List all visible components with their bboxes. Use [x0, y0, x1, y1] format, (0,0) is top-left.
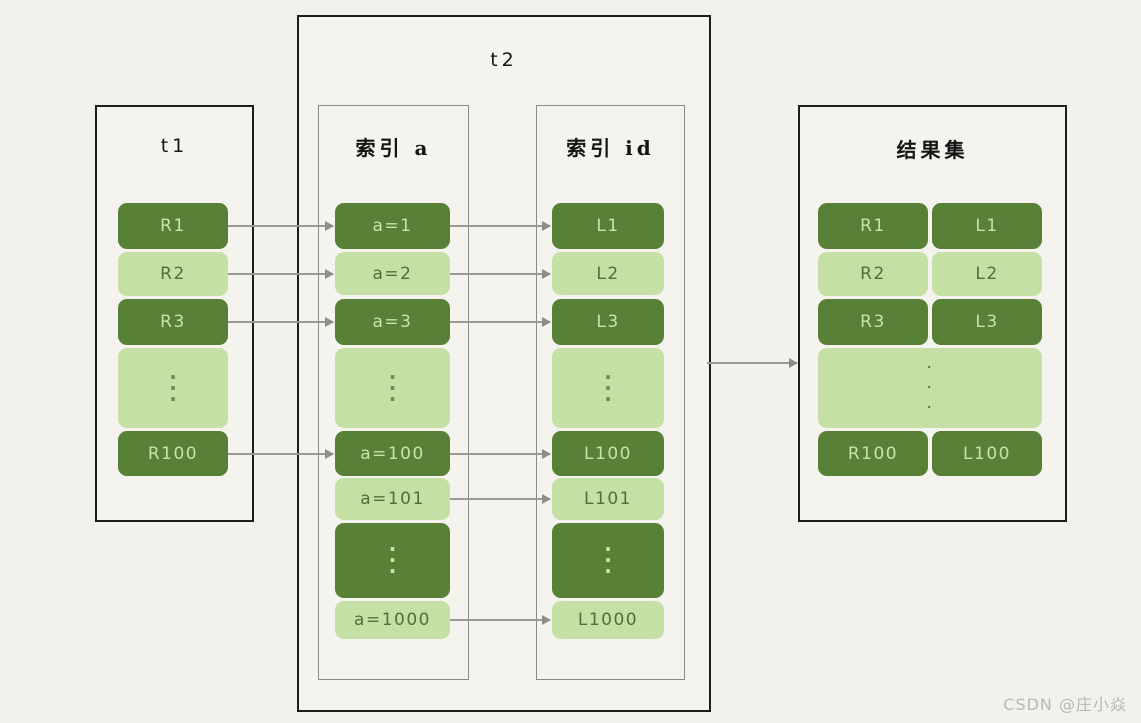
- cell-label: a=3: [372, 312, 413, 332]
- cell-label: a=1: [372, 216, 413, 236]
- cell-label: R100: [847, 443, 899, 464]
- cell-label: L100: [584, 443, 632, 464]
- cell-label: L2: [596, 263, 620, 284]
- index-id-row-cell: L1: [552, 203, 664, 249]
- index-a-row-cell: a=1: [335, 203, 450, 249]
- arrow-index-a-to-index-id: [450, 268, 551, 279]
- cell-label: L1: [975, 216, 999, 236]
- result-row-cell-right: L2: [932, 252, 1042, 296]
- index-id-row-cell: ···: [552, 523, 664, 598]
- panel-result-set-title: 结果集: [896, 138, 969, 162]
- cell-label: ···: [388, 364, 397, 411]
- index-a-row-cell: a=2: [335, 252, 450, 295]
- cell-label: ···: [169, 364, 177, 411]
- cell-label: L1: [596, 216, 620, 236]
- index-a-row-cell: a=101: [335, 478, 450, 520]
- result-row-cell-left: R100: [818, 431, 928, 476]
- cell-label: R3: [860, 312, 886, 332]
- cell-label: a=100: [360, 443, 425, 464]
- arrow-index-a-to-index-id: [450, 221, 551, 231]
- result-row-cell-right: L100: [932, 431, 1042, 476]
- t1-row-cell: R1: [118, 203, 228, 249]
- cell-label: L3: [596, 312, 620, 332]
- result-row-cell-left: R1: [818, 203, 928, 249]
- cell-label: a=2: [372, 263, 413, 284]
- panel-index-a-title: 索引 a: [355, 136, 432, 160]
- index-a-row-cell: ···: [335, 348, 450, 428]
- t1-row-cell: ···: [118, 348, 228, 428]
- index-id-row-cell: L100: [552, 431, 664, 476]
- result-row-cell-left: R3: [818, 299, 928, 345]
- result-row-cell-merged: ···: [818, 348, 1042, 428]
- arrow-t2-to-result-set: [707, 358, 798, 368]
- cell-label: R1: [160, 216, 186, 236]
- cell-label: L1000: [577, 610, 639, 630]
- arrow-index-a-to-index-id: [450, 317, 551, 327]
- cell-label: ···: [388, 537, 397, 583]
- cell-label: L100: [963, 443, 1011, 464]
- index-a-row-cell: a=1000: [335, 601, 450, 639]
- index-a-row-cell: a=100: [335, 431, 450, 476]
- arrow-index-a-to-index-id: [450, 494, 551, 504]
- cell-label: ···: [926, 358, 934, 418]
- result-row-cell-right: L1: [932, 203, 1042, 249]
- cell-label: R1: [860, 216, 886, 236]
- arrow-t1-to-index-a: [228, 269, 334, 279]
- cell-label: R2: [860, 264, 886, 284]
- arrow-index-a-to-index-id: [450, 448, 551, 459]
- arrow-t1-to-index-a: [228, 221, 334, 231]
- cell-label: R3: [160, 312, 186, 332]
- panel-t1-title: t1: [160, 135, 189, 157]
- arrow-t1-to-index-a: [228, 317, 334, 327]
- t1-row-cell: R2: [118, 252, 228, 296]
- cell-label: R2: [160, 264, 186, 284]
- cell-label: ···: [604, 364, 612, 411]
- cell-label: ···: [604, 537, 612, 583]
- cell-label: R100: [147, 443, 199, 464]
- t1-row-cell: R3: [118, 299, 228, 345]
- watermark: CSDN @庄小焱: [1003, 695, 1127, 714]
- index-id-row-cell: ···: [552, 348, 664, 428]
- t1-row-cell: R100: [118, 431, 228, 476]
- cell-label: a=1000: [354, 610, 431, 630]
- index-id-row-cell: L101: [552, 478, 664, 520]
- result-row-cell-left: R2: [818, 252, 928, 296]
- result-row-cell-right: L3: [932, 299, 1042, 345]
- index-id-row-cell: L1000: [552, 601, 664, 639]
- panel-index-id-title: 索引 id: [566, 136, 655, 160]
- cell-label: L3: [975, 312, 999, 332]
- index-a-row-cell: a=3: [335, 299, 450, 345]
- arrow-t1-to-index-a: [228, 448, 334, 459]
- cell-label: L2: [975, 264, 999, 284]
- index-id-row-cell: L2: [552, 252, 664, 295]
- cell-label: L101: [584, 489, 632, 509]
- panel-t2-title: t2: [490, 49, 518, 71]
- cell-label: a=101: [360, 489, 425, 509]
- arrow-index-a-to-index-id: [450, 615, 551, 625]
- index-a-row-cell: ···: [335, 523, 450, 598]
- index-id-row-cell: L3: [552, 299, 664, 345]
